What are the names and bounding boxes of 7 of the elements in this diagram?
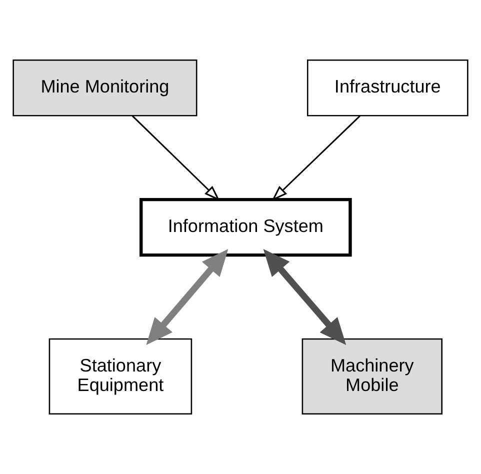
node-box: Infrastructure: [306, 60, 468, 116]
node-box: Machinery Mobile: [302, 338, 442, 414]
arrow: [263, 249, 346, 345]
node-box: Stationary Equipment: [48, 338, 192, 414]
arrow: [146, 249, 228, 345]
node-box: Information System: [140, 198, 352, 257]
node-box: Mine Monitoring: [12, 60, 198, 116]
